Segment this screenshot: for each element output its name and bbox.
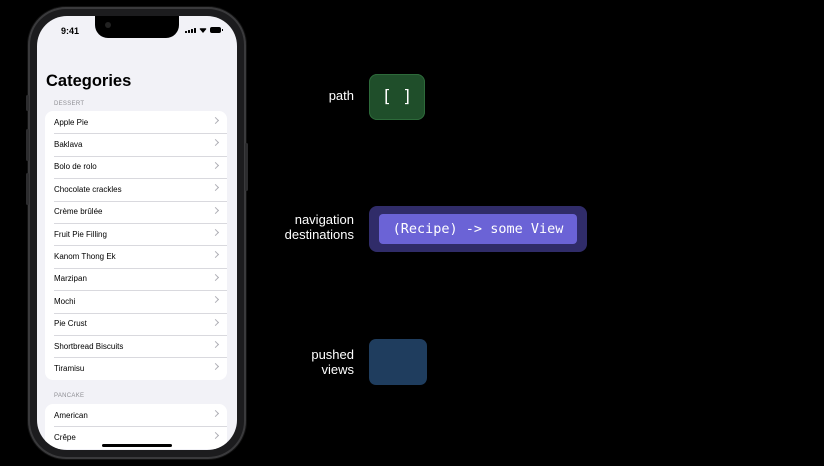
destination-entry: (Recipe) -> some View [379, 214, 577, 244]
chevron-right-icon [211, 228, 220, 236]
list-item[interactable]: Crème brûlée [45, 200, 227, 223]
list-item-label: Baklava [54, 140, 83, 150]
section-header-pancake: PANCAKE [54, 393, 85, 399]
list-item[interactable]: Shortbread Biscuits [45, 334, 227, 357]
list-item[interactable]: Fruit Pie Filling [45, 222, 227, 245]
pushed-label-line1: pushed [311, 347, 354, 362]
chevron-right-icon [211, 318, 220, 326]
battery-icon [210, 27, 223, 33]
list-item-label: Shortbread Biscuits [54, 341, 124, 351]
page-title: Categories [46, 72, 132, 90]
notch [95, 16, 179, 38]
list-item[interactable]: Marzipan [45, 267, 227, 290]
path-box: [ ] [369, 74, 425, 120]
chevron-right-icon [211, 273, 220, 281]
pushed-views-box [369, 339, 427, 385]
destination-signature: (Recipe) -> some View [392, 221, 564, 237]
destinations-label-line1: navigation [294, 212, 354, 227]
mute-switch [26, 95, 29, 111]
status-icons [185, 27, 223, 33]
chevron-right-icon [211, 363, 220, 371]
list-item[interactable]: Kanom Thong Ek [45, 245, 227, 267]
power-button [245, 143, 248, 191]
chevron-right-icon [211, 432, 220, 440]
list-item-label: Pie Crust [54, 319, 87, 329]
list-item-label: Fruit Pie Filling [54, 229, 107, 239]
list-item-label: Bolo de rolo [54, 162, 97, 172]
list-item[interactable]: American [45, 404, 227, 426]
destinations-box: (Recipe) -> some View [369, 206, 587, 252]
destinations-label: navigation destinations [285, 212, 354, 242]
list-item-label: Crème brûlée [54, 207, 103, 217]
chevron-right-icon [211, 251, 220, 259]
destinations-label-line2: destinations [284, 227, 354, 242]
wifi-icon [199, 28, 207, 33]
list-item-label: Crêpe [54, 433, 76, 443]
list-item-label: Tiramisu [54, 363, 85, 373]
chevron-right-icon [211, 161, 220, 169]
list-item[interactable]: Apple Pie [45, 111, 227, 133]
pushed-label: pushed views [311, 347, 354, 377]
phone-screen: 9:41 Categories DESSERT Apple Pie Baklav… [37, 16, 237, 450]
list-item[interactable]: Bolo de rolo [45, 155, 227, 178]
list-item[interactable]: Pie Crust [45, 312, 227, 335]
list-item-label: Kanom Thong Ek [54, 252, 116, 262]
chevron-right-icon [211, 116, 220, 125]
camera-icon [105, 22, 111, 28]
list-item[interactable]: Baklava [45, 133, 227, 155]
list-item-label: Chocolate crackles [54, 184, 122, 194]
list-item-label: American [54, 410, 88, 420]
home-indicator [102, 444, 172, 447]
list-item[interactable]: Crêpe [45, 426, 227, 448]
chevron-right-icon [211, 206, 220, 214]
chevron-right-icon [211, 409, 220, 418]
list-item[interactable]: Tiramisu [45, 357, 227, 379]
list-item[interactable]: Mochi [45, 290, 227, 312]
list-item-label: Mochi [54, 296, 76, 306]
volume-down-button [26, 173, 29, 205]
status-time: 9:41 [61, 26, 80, 36]
chevron-right-icon [211, 184, 220, 192]
chevron-right-icon [211, 139, 220, 147]
pushed-label-line2: views [321, 362, 354, 377]
section-header-dessert: DESSERT [54, 101, 85, 107]
volume-up-button [26, 129, 29, 161]
signal-icon [185, 28, 196, 33]
list-item-label: Apple Pie [54, 117, 89, 127]
chevron-right-icon [211, 340, 220, 348]
list-group-dessert: Apple Pie Baklava Bolo de rolo Chocolate… [45, 111, 227, 380]
chevron-right-icon [211, 296, 220, 304]
list-group-pancake: American Crêpe [45, 404, 227, 449]
path-value: [ ] [381, 87, 413, 107]
list-item[interactable]: Chocolate crackles [45, 178, 227, 200]
list-item-label: Marzipan [54, 274, 87, 284]
phone-frame: 9:41 Categories DESSERT Apple Pie Baklav… [26, 7, 248, 459]
path-label: path [328, 88, 354, 103]
